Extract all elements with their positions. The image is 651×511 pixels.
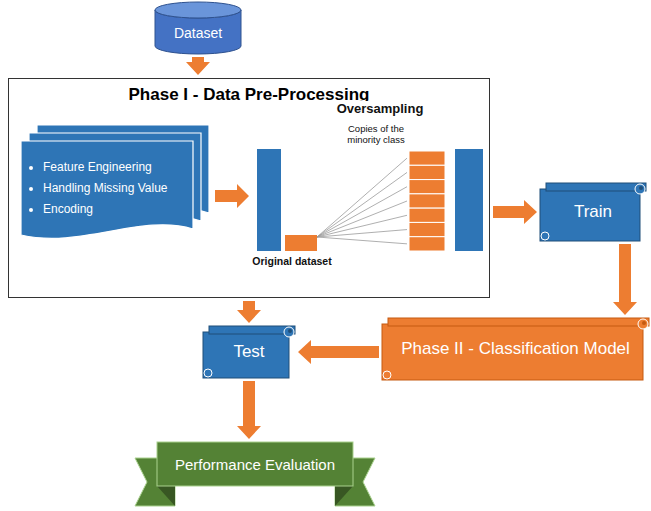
- flow-arrow: [298, 340, 379, 364]
- scroll-box: Phase II - Classification Model: [382, 318, 649, 380]
- text-holder: Performance Evaluation: [157, 442, 353, 486]
- database-cylinder: Dataset: [155, 2, 241, 54]
- node-text: Dataset: [174, 25, 222, 41]
- section-label: Oversampling: [325, 101, 435, 117]
- flow-arrow: [237, 301, 261, 323]
- bullet-item: Encoding: [43, 199, 185, 220]
- majority-bar: [455, 149, 483, 251]
- ribbon-banner: Performance Evaluation: [135, 442, 375, 506]
- node-text: Performance Evaluation: [175, 456, 335, 473]
- caption-label: Original dataset: [237, 255, 347, 268]
- note-label: Copies of the minority class: [336, 123, 416, 146]
- scroll-box: Train: [540, 183, 646, 241]
- node-text: Train: [574, 202, 612, 222]
- copy-lines: [317, 158, 407, 244]
- minority-bar: [285, 235, 317, 251]
- scroll-box: Test: [203, 326, 295, 378]
- bullet-item: Feature Engineering: [43, 157, 185, 178]
- node-text: Test: [233, 342, 264, 362]
- text-holder: Test: [203, 326, 295, 378]
- bullet-list: Feature EngineeringHandling Missing Valu…: [21, 141, 193, 220]
- flow-arrow: [215, 184, 249, 208]
- majority-bar: [257, 149, 281, 251]
- text-holder: Phase II - Classification Model: [382, 318, 649, 380]
- flow-arrow: [237, 381, 261, 439]
- flow-arrow: [186, 57, 210, 75]
- flow-arrow: [613, 244, 637, 315]
- copies-stack: [409, 151, 445, 251]
- text-holder: Dataset: [155, 12, 241, 54]
- text-holder: Train: [540, 183, 646, 241]
- node-text: Phase II - Classification Model: [401, 339, 630, 359]
- document-stack: Feature EngineeringHandling Missing Valu…: [21, 141, 193, 243]
- ribbon-banner-outline: [135, 442, 375, 506]
- flow-arrow: [493, 200, 537, 224]
- phase-panel: Feature EngineeringHandling Missing Valu…: [8, 78, 490, 298]
- bullet-item: Handling Missing Value: [43, 178, 185, 199]
